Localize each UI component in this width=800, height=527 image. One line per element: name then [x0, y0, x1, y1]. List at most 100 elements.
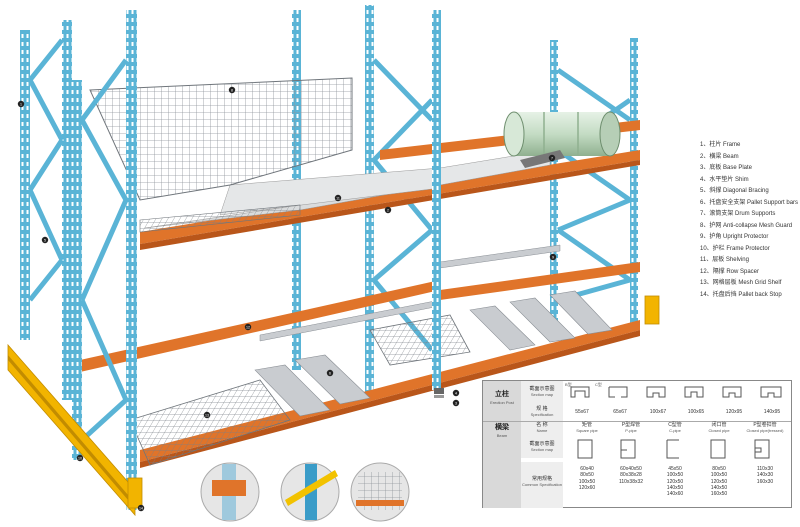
- beam-name-3: C型管 C-pipe: [653, 422, 697, 433]
- beam-name-4-cn: 闭口管: [711, 422, 727, 428]
- upright-spec-5: 120x95: [725, 409, 743, 415]
- common-spec-label: 常用规格 Common Specification: [521, 462, 563, 508]
- beam-spec-4-2: 100x50: [710, 472, 728, 479]
- marker-8: 8: [231, 88, 233, 92]
- spec-label: 规 格 Specification: [521, 403, 563, 421]
- upright-title: 立柱: [495, 391, 509, 398]
- marker-4: 4: [455, 391, 457, 395]
- drum-supports: [520, 150, 565, 168]
- beam-section-map-en: Section map: [530, 447, 554, 453]
- legend-item-frame-protector: 10、护栏 Frame Protector: [700, 245, 770, 252]
- frame-protector: [7, 343, 136, 517]
- beam-name-3-cn: C型管: [668, 422, 682, 428]
- marker-9: 9: [552, 255, 554, 259]
- type-c-label: C型: [595, 382, 602, 387]
- legend-item-diagonal-bracing: 5、斜撑 Diagonal Bracing: [700, 188, 769, 194]
- beam-spec-1-2: 80x50: [580, 472, 594, 479]
- beam-specs-3: 45x50 100x50 120x50 140x50 140x60: [653, 466, 697, 497]
- beam-section-map-label: 截面示意图 Section map: [521, 436, 563, 458]
- beam-name-2-en: P-pipe: [625, 428, 637, 434]
- legend-item-shim: 4、水平垫片 Shim: [700, 176, 749, 183]
- upright-subtitle: Erection Post: [490, 399, 514, 405]
- spec-table: 立柱 Erection Post 截面示意图 Section map 规 格 S…: [482, 380, 792, 508]
- marker-12: 12: [246, 325, 250, 329]
- upright-spec-4: 100x65: [687, 409, 705, 415]
- section-map-label: 截面示意图 Section map: [521, 381, 563, 403]
- marker-13: 13: [205, 413, 209, 417]
- beam-spec-1-1: 60x40: [580, 466, 594, 472]
- name-cn: 名 称: [536, 422, 548, 428]
- beam-name-4: 闭口管 Closed pipe: [697, 422, 741, 433]
- beam-spec-3-5: 140x60: [666, 491, 684, 497]
- beam-subtitle: Beam: [496, 432, 508, 438]
- upright-spec-3: 100x67: [649, 409, 667, 415]
- beam-row: 横梁 Beam 名 称 Name 截面示意图 Section map 常用规格 …: [483, 421, 791, 508]
- detail-upright-protector: [200, 462, 260, 522]
- marker-7: 7: [551, 156, 553, 160]
- beam-title: 横梁: [495, 424, 509, 431]
- spec-en: Specification: [530, 412, 554, 418]
- detail-frame-protector: [280, 462, 340, 522]
- front-frame-right: [432, 10, 441, 390]
- beam-name-4-en: Closed pipe: [708, 428, 730, 434]
- beam-spec-4-3: 120x50: [710, 478, 728, 485]
- beam-spec-4-1: 80x50: [712, 466, 726, 472]
- beam-name-1: 矩管 Square pipe: [565, 422, 609, 433]
- marker-6: 6: [329, 371, 331, 375]
- beam-spec-5-3: 160x30: [756, 478, 774, 485]
- marker-11: 11: [336, 196, 340, 200]
- legend-item-drum-supports: 7、滚筒支架 Drum Supports: [700, 211, 776, 217]
- beam-spec-2-3: 110x38x32: [618, 478, 644, 485]
- upright-protector-2: [644, 295, 660, 325]
- beam-name-2-cn: P型焊管: [621, 422, 641, 428]
- beam-specs-1: 60x40 80x50 100x50 120x60: [565, 466, 609, 491]
- spec-cn: 规 格: [536, 406, 548, 412]
- beam-spec-1-4: 120x60: [578, 484, 596, 491]
- beam-spec-4-4: 140x50: [710, 484, 728, 491]
- mesh-grid-shelf-lower-right: [369, 314, 471, 366]
- upright-spec-6: 140x95: [763, 409, 781, 415]
- legend-item-mesh-grid-shelf: 13、网格层板 Mesh Grid Shelf: [700, 280, 782, 286]
- beam-specs-5: 110x30 140x30 160x30: [741, 466, 789, 485]
- legend-item-base-plate: 3、底板 Base Plate: [700, 165, 753, 171]
- legend-item-upright-protector: 9、护角 Upright Protector: [700, 234, 769, 240]
- callout-markers: [17, 86, 557, 512]
- beam-spec-2-1: 60x40x50: [620, 466, 642, 472]
- callout-numbers: 1 5 2 3 4 6 7 8 9 10 11 12 13 14: [20, 88, 554, 510]
- section-map-en: Section map: [530, 392, 554, 398]
- beam-section-map-cn: 截面示意图: [529, 441, 555, 447]
- marker-3: 3: [455, 401, 457, 405]
- section-map-cn: 截面示意图: [529, 386, 555, 392]
- pallet-support-bars: [254, 290, 613, 417]
- pallet-back-stop-2: [439, 244, 561, 269]
- beam-spec-3-3: 120x50: [666, 478, 684, 485]
- beam-header: 横梁 Beam: [483, 422, 521, 508]
- base-plate: [434, 388, 444, 394]
- upright-spec-2: 65x67: [613, 409, 627, 415]
- beam-name-5: P型卷扣管 Closed pipe(tressed): [741, 422, 789, 433]
- beam-name-1-en: Square pipe: [576, 428, 598, 434]
- upright-header: 立柱 Erection Post: [483, 381, 521, 421]
- beam-specs-4: 80x50 100x50 120x50 140x50 160x50: [697, 466, 741, 497]
- name-en: Name: [536, 428, 548, 434]
- type-b-label: B型: [565, 382, 572, 387]
- marker-5: 5: [44, 238, 46, 242]
- beam-name-1-cn: 矩管: [581, 422, 592, 428]
- mesh-grid-shelf-lower-left: [129, 379, 291, 466]
- beam-spec-3-2: 100x50: [666, 472, 684, 479]
- marker-14: 14: [139, 506, 143, 510]
- common-cn: 常用规格: [531, 476, 552, 482]
- beam-name-5-cn: P型卷扣管: [753, 422, 777, 428]
- beam-name-2: P型焊管 P-pipe: [609, 422, 653, 433]
- legend-item-frame: 1、柱片 Frame: [700, 142, 741, 148]
- beam-spec-4-5: 160x50: [710, 491, 728, 497]
- marker-2: 2: [387, 208, 389, 212]
- beam-section-shapes: [577, 439, 770, 459]
- beam-name-3-en: C-pipe: [669, 428, 681, 434]
- beam-spec-3-4: 140x50: [666, 484, 684, 491]
- upright-protector: [127, 477, 143, 509]
- marker-1: 1: [20, 102, 22, 106]
- upright-section-shapes: [570, 386, 782, 398]
- upright-spec-1: 55x67: [575, 409, 589, 415]
